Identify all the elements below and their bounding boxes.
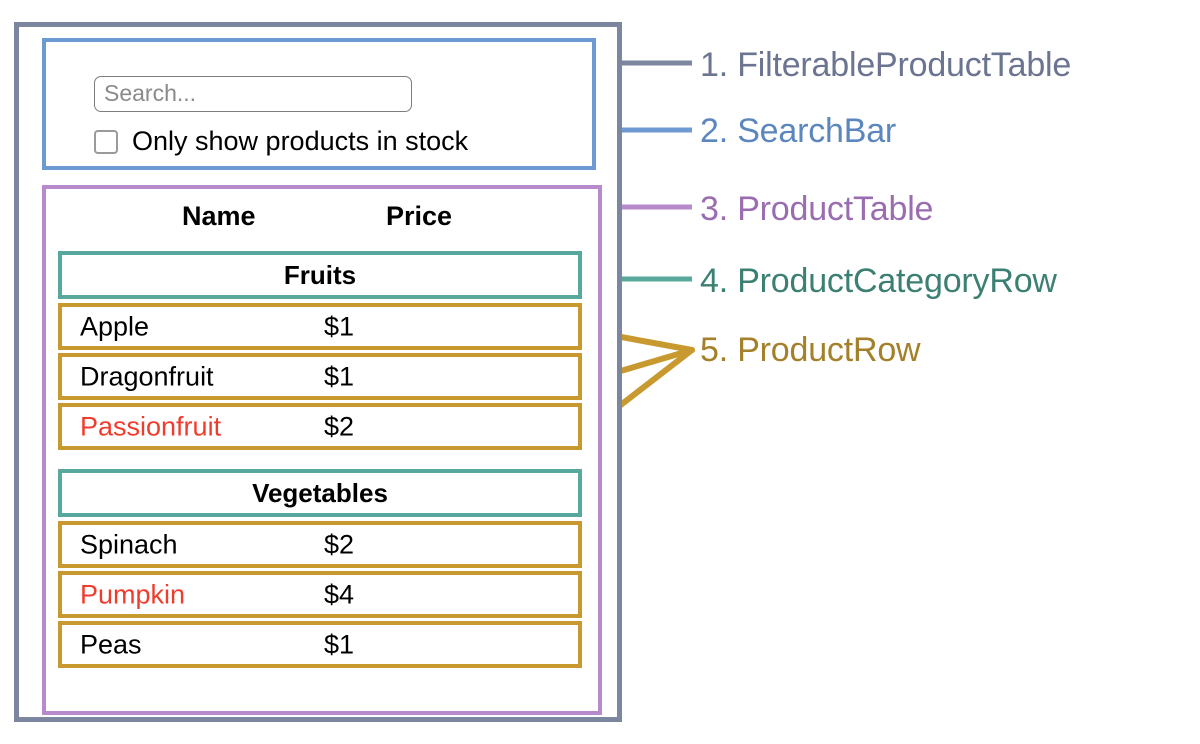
product-row-price: $2 xyxy=(324,411,355,441)
product-row-name: Apple xyxy=(80,311,150,341)
in-stock-checkbox[interactable] xyxy=(94,129,118,154)
product-row-name: Spinach xyxy=(80,529,178,559)
product-row-price: $1 xyxy=(324,311,355,341)
column-header-name: Name xyxy=(182,201,256,231)
annotation-label-product-row: 5. ProductRow xyxy=(700,331,921,369)
product-row-passionfruit: Passionfruit $2 xyxy=(58,403,582,450)
product-row-price: $1 xyxy=(324,629,355,659)
in-stock-filter-row[interactable]: Only show products in stock xyxy=(94,128,468,155)
product-row-name: Passionfruit xyxy=(80,411,222,441)
annotation-label-search-bar: 2. SearchBar xyxy=(700,112,897,150)
product-row-pumpkin: Pumpkin $4 xyxy=(58,571,582,618)
product-category-row-label: Fruits xyxy=(283,260,357,290)
annotation-label-product-category-row: 4. ProductCategoryRow xyxy=(700,262,1057,300)
in-stock-checkbox-label: Only show products in stock xyxy=(132,126,469,156)
product-row-spinach: Spinach $2 xyxy=(58,521,582,568)
product-row-apple: Apple $1 xyxy=(58,303,582,350)
product-row-name: Dragonfruit xyxy=(80,361,214,391)
product-table-body: Fruits Apple $1 Dragonfruit $1 Passionfr… xyxy=(58,251,582,671)
product-category-row-vegetables: Vegetables xyxy=(58,469,582,517)
product-row-dragonfruit: Dragonfruit $1 xyxy=(58,353,582,400)
annotation-label-product-table: 3. ProductTable xyxy=(700,190,934,228)
annotation-label-filterable-product-table: 1. FilterableProductTable xyxy=(700,46,1072,84)
product-row-name: Peas xyxy=(80,629,142,659)
product-row-price: $4 xyxy=(324,579,355,609)
product-row-name: Pumpkin xyxy=(80,579,186,609)
search-input[interactable]: Search... xyxy=(94,76,412,112)
product-category-row-fruits: Fruits xyxy=(58,251,582,299)
product-row-price: $2 xyxy=(324,529,355,559)
product-table-header: Name Price xyxy=(46,201,598,241)
product-row-price: $1 xyxy=(324,361,355,391)
product-row-peas: Peas $1 xyxy=(58,621,582,668)
product-category-row-label: Vegetables xyxy=(252,478,388,508)
product-table-frame: Name Price Fruits Apple $1 Dragonfruit $… xyxy=(42,185,602,715)
search-bar-frame: Search... Only show products in stock xyxy=(42,38,596,170)
column-header-price: Price xyxy=(386,201,453,231)
